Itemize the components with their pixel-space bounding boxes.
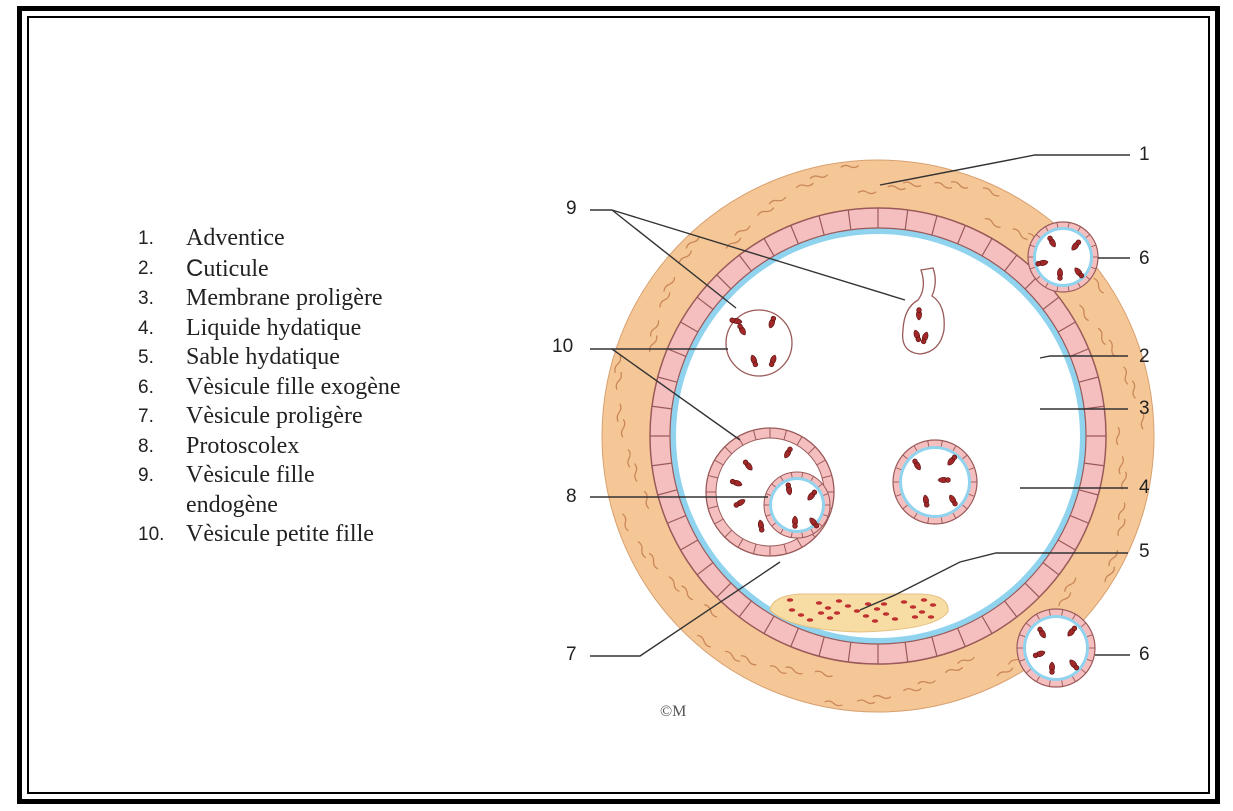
hydatid-fluid bbox=[676, 234, 1080, 638]
sand-particle bbox=[825, 606, 831, 610]
sand-particle bbox=[863, 614, 869, 618]
legend-item-protoscolex: 8.Protoscolex bbox=[138, 432, 486, 462]
legend-label: Sable hydatique bbox=[186, 343, 486, 373]
callout-4: 4 bbox=[1139, 477, 1150, 498]
callout-1: 1 bbox=[1139, 144, 1150, 165]
sand-particle bbox=[807, 618, 813, 622]
sand-particle bbox=[872, 619, 878, 623]
hydatid-cyst-diagram: 1 9 6 10 2 3 4 8 5 7 6 ©M bbox=[530, 86, 1170, 746]
protoscolex-head bbox=[1050, 670, 1055, 675]
legend-item-cuticule: 2.Cuticule bbox=[138, 254, 486, 285]
sand-particle bbox=[798, 613, 804, 617]
legend-item-exogene: 6.Vèsicule fille exogène bbox=[138, 373, 486, 403]
callout-8: 8 bbox=[566, 486, 577, 507]
sand-particle bbox=[912, 615, 918, 619]
legend-label: Liquide hydatique bbox=[186, 314, 486, 344]
sand-particle bbox=[818, 611, 824, 615]
callout-3: 3 bbox=[1139, 398, 1150, 419]
legend-label: Adventice bbox=[186, 224, 486, 254]
legend-number: 1. bbox=[138, 224, 186, 254]
sand-particle bbox=[836, 599, 842, 603]
callout-7: 7 bbox=[566, 644, 577, 665]
legend-number: 6. bbox=[138, 373, 186, 403]
sand-particle bbox=[901, 600, 907, 604]
protoscolex-head bbox=[793, 524, 798, 529]
legend-label: Vèsicule fille endogène bbox=[186, 461, 386, 520]
callout-9: 9 bbox=[566, 198, 577, 219]
sand-particle bbox=[910, 605, 916, 609]
legend-item-membrane: 3.Membrane proligère bbox=[138, 284, 486, 314]
sand-particle bbox=[827, 616, 833, 620]
sand-particle bbox=[874, 607, 880, 611]
protoscolex-head bbox=[917, 308, 922, 313]
legend-item-liquide: 4.Liquide hydatique bbox=[138, 314, 486, 344]
legend-label: Cuticule bbox=[186, 254, 486, 285]
sand-particle bbox=[834, 611, 840, 615]
legend-label: Membrane proligère bbox=[186, 284, 486, 314]
legend-number: 5. bbox=[138, 343, 186, 373]
legend-item-adventice: 1.Adventice bbox=[138, 224, 486, 254]
legend-list: 1.Adventice 2.Cuticule 3.Membrane prolig… bbox=[138, 224, 486, 550]
legend-number: 3. bbox=[138, 284, 186, 314]
sand-particle bbox=[789, 608, 795, 612]
callout-5: 5 bbox=[1139, 541, 1150, 562]
sand-particle bbox=[892, 617, 898, 621]
sand-particle bbox=[854, 609, 860, 613]
legend-item-petite-fille: 10.Vèsicule petite fille bbox=[138, 520, 486, 550]
legend-number: 10. bbox=[138, 520, 186, 550]
callout-2: 2 bbox=[1139, 346, 1150, 367]
sand-particle bbox=[930, 603, 936, 607]
legend-item-endogene: 9.Vèsicule fille endogène bbox=[138, 461, 486, 520]
protoscolex bbox=[1057, 268, 1062, 280]
protoscolex bbox=[1049, 662, 1054, 674]
legend-label: Protoscolex bbox=[186, 432, 486, 462]
sand-particle bbox=[928, 615, 934, 619]
protoscolex bbox=[938, 477, 950, 482]
legend-number: 8. bbox=[138, 432, 186, 462]
sand-particle bbox=[881, 602, 887, 606]
legend-label: Vèsicule petite fille bbox=[186, 520, 486, 550]
protoscolex bbox=[792, 516, 797, 528]
callout-6a: 6 bbox=[1139, 248, 1150, 269]
legend-number: 9. bbox=[138, 461, 186, 520]
legend-number: 7. bbox=[138, 402, 186, 432]
sand-particle bbox=[845, 604, 851, 608]
sand-particle bbox=[919, 610, 925, 614]
sand-particle bbox=[883, 612, 889, 616]
legend-number: 2. bbox=[138, 254, 186, 285]
callout-6b: 6 bbox=[1139, 644, 1150, 665]
protoscolex bbox=[916, 308, 921, 320]
legend-item-proligere: 7.Vèsicule proligère bbox=[138, 402, 486, 432]
protoscolex-head bbox=[946, 478, 951, 483]
daughter-vesicle-center-inner bbox=[902, 449, 968, 515]
legend-item-sable: 5.Sable hydatique bbox=[138, 343, 486, 373]
sand-particle bbox=[921, 598, 927, 602]
legend-label: Vèsicule proligère bbox=[186, 402, 486, 432]
artist-signature: ©M bbox=[660, 703, 686, 720]
legend-number: 4. bbox=[138, 314, 186, 344]
callout-10: 10 bbox=[552, 336, 573, 357]
sand-particle bbox=[816, 601, 822, 605]
sand-particle bbox=[787, 598, 793, 602]
protoscolex-head bbox=[1058, 276, 1063, 281]
legend-label: Vèsicule fille exogène bbox=[186, 373, 486, 403]
